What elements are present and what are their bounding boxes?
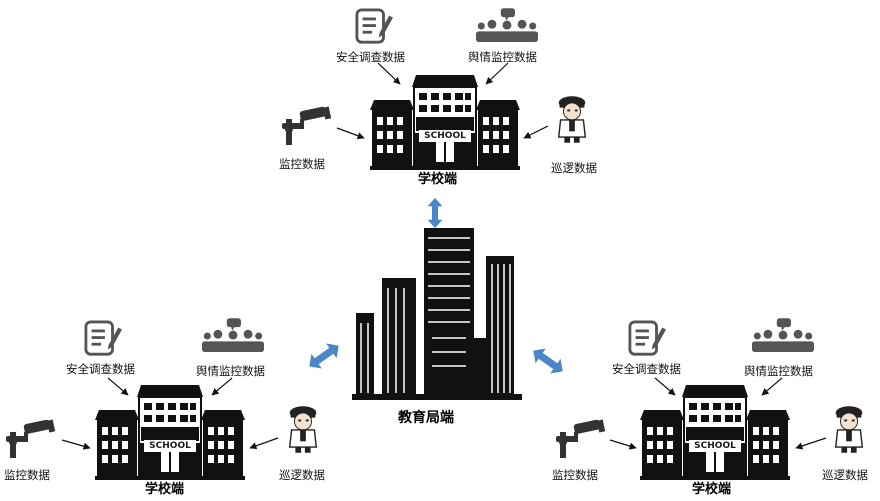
patrol-data-label: 巡逻数据 — [551, 161, 597, 175]
monitor-data-label: 监控数据 — [552, 468, 598, 482]
school-title: 学校端 — [418, 172, 458, 187]
school-sign: SCHOOL — [419, 130, 471, 142]
survey-data-label: 安全调查数据 — [612, 362, 681, 376]
patrol-data-label: 巡逻数据 — [822, 468, 868, 482]
school-title: 学校端 — [692, 482, 732, 497]
monitor-data-label: 监控数据 — [4, 468, 50, 482]
school-title: 学校端 — [145, 482, 185, 497]
double-arrow-icon — [427, 198, 443, 228]
school-sign: SCHOOL — [144, 440, 196, 452]
opinion-data-label: 舆情监控数据 — [468, 50, 537, 64]
opinion-data-label: 舆情监控数据 — [196, 364, 265, 378]
bureau-title: 教育局端 — [398, 410, 454, 426]
monitor-data-label: 监控数据 — [279, 157, 325, 171]
patrol-data-label: 巡逻数据 — [279, 468, 325, 482]
opinion-data-label: 舆情监控数据 — [744, 364, 813, 378]
city-skyline-icon — [352, 228, 522, 400]
school-sign: SCHOOL — [689, 440, 741, 452]
survey-data-label: 安全调查数据 — [66, 362, 135, 376]
survey-data-label: 安全调查数据 — [336, 50, 405, 64]
